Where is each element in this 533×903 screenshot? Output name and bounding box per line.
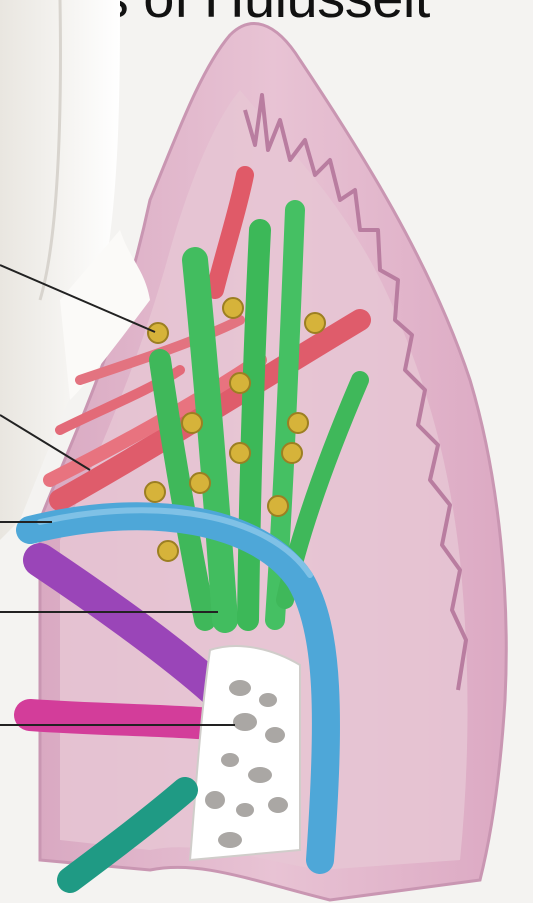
alveolar-bone	[190, 646, 300, 860]
magenta-fiber-bundle	[30, 715, 225, 725]
